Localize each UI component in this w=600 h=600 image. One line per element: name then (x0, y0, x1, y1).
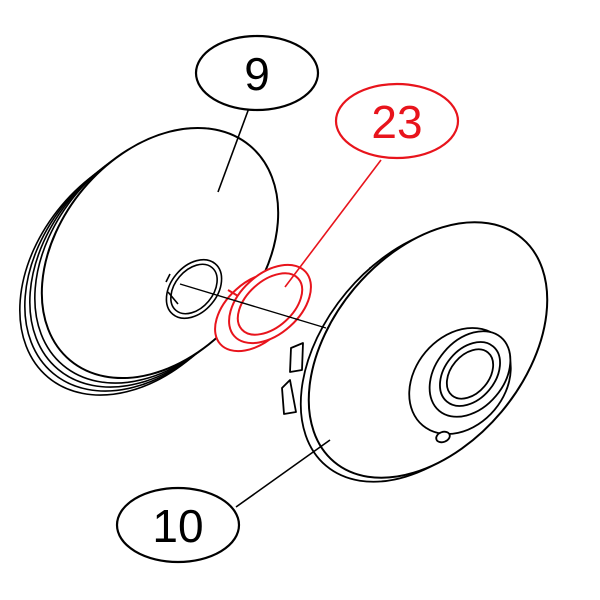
callout-23-label: 23 (371, 96, 422, 148)
part-9-grooved-disc (19, 126, 280, 396)
assembly-axis-line (179, 283, 327, 329)
leader-line-23 (284, 159, 382, 288)
callout-10-bubble (115, 486, 241, 564)
callout-10-label: 10 (152, 500, 203, 552)
part-10-flanged-disc (281, 221, 549, 483)
callout-9-bubble (194, 34, 320, 112)
callout-9: 9 (194, 34, 320, 112)
callout-10: 10 (115, 486, 241, 564)
leader-line-9 (217, 107, 250, 193)
callout-9-label: 9 (244, 48, 270, 100)
part-23-ring (214, 263, 312, 353)
callout-23-bubble (334, 82, 460, 160)
leader-line-10 (235, 439, 331, 508)
callout-23: 23 (334, 82, 460, 160)
